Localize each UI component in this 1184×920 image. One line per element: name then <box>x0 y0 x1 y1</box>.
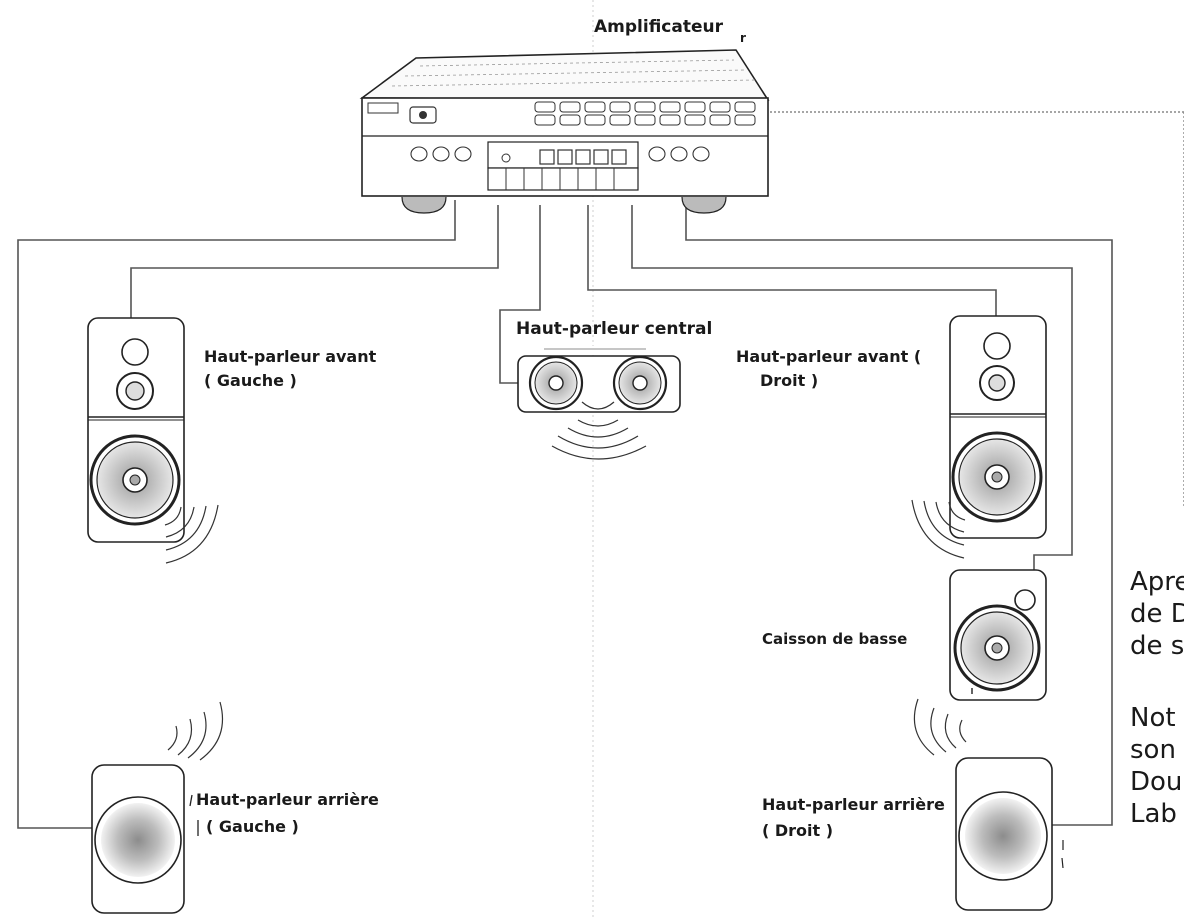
rear-left-label-line1: Haut-parleur arrière <box>196 790 379 809</box>
side-text-line: Apre <box>1130 567 1184 597</box>
wire-front-left <box>130 205 499 318</box>
tweeter-icon <box>983 332 1011 360</box>
center-speaker <box>517 346 681 460</box>
center-label: Haut-parleur central <box>516 319 712 339</box>
sound-waves-icon <box>913 698 967 756</box>
tweeter-icon <box>121 338 149 366</box>
sound-waves-icon <box>911 499 966 559</box>
side-text-line: de s <box>1130 631 1184 661</box>
power-button-icon <box>409 106 437 124</box>
sound-waves-icon <box>551 419 647 460</box>
wire-front-right <box>587 205 997 316</box>
front-right-speaker <box>911 315 1047 559</box>
wire-rear-right <box>685 205 1113 826</box>
front-left-label-line2: ( Gauche ) <box>204 371 297 390</box>
side-text-block: Apre de D de s Not son Dou Lab <box>1130 567 1184 829</box>
side-text-line: son <box>1130 735 1176 765</box>
amplifier-label: Amplificateur <box>594 17 724 37</box>
amplifier <box>359 49 770 214</box>
rear-right-speaker <box>913 698 1064 911</box>
rear-right-label-line2: ( Droit ) <box>762 821 833 840</box>
wire-rear-left <box>17 200 456 829</box>
rear-left-label-line2: ( Gauche ) <box>206 817 299 836</box>
front-right-label-line1: Haut-parleur avant ( <box>736 347 921 366</box>
amplifier-label-mark: r <box>740 31 746 45</box>
sound-waves-icon <box>167 701 224 761</box>
side-text-line: Dou <box>1130 767 1182 797</box>
side-text-line: Lab <box>1130 799 1177 829</box>
rear-left-speaker <box>91 701 224 914</box>
wire-subwoofer <box>631 205 1073 570</box>
rear-right-label-line1: Haut-parleur arrière <box>762 795 945 814</box>
subwoofer <box>949 569 1047 701</box>
speaker-wires <box>17 111 1184 829</box>
front-right-label-line2: Droit ) <box>760 371 818 390</box>
wire-center <box>499 205 541 384</box>
side-text-line: de D <box>1130 599 1184 629</box>
subwoofer-label: Caisson de basse <box>762 630 907 648</box>
front-left-speaker <box>87 317 219 564</box>
side-text-line: Not <box>1130 703 1176 733</box>
front-left-label-line1: Haut-parleur avant <box>204 347 377 366</box>
sound-waves-icon <box>164 504 219 564</box>
